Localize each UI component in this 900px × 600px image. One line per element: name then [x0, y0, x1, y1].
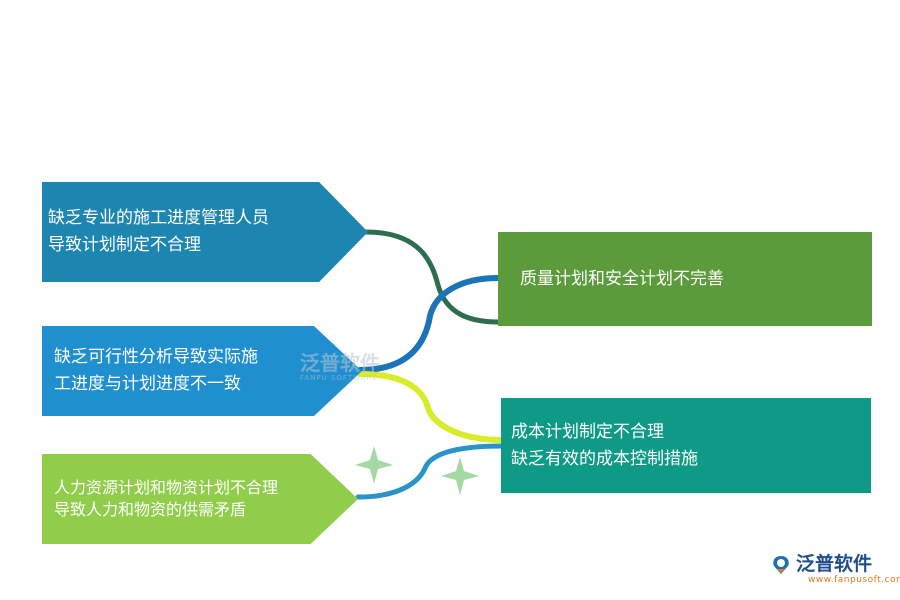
cause-box-2-line-1: 缺乏可行性分析导致实际施 [54, 347, 258, 367]
cause-box-3-line-2: 导致人力和物资的供需矛盾 [54, 500, 247, 519]
cause-box-1-line-2: 导致计划制定不合理 [48, 235, 201, 255]
logo-icon [773, 556, 789, 574]
watermark-subtitle: FANPU SOFTWARE [300, 374, 378, 382]
cause-box-1: 缺乏专业的施工进度管理人员 导致计划制定不合理 [42, 182, 368, 282]
cause-box-3: 人力资源计划和物资计划不合理 导致人力和物资的供需矛盾 [42, 454, 358, 544]
issue-box-2-line-2: 缺乏有效的成本控制措施 [511, 448, 698, 469]
brand-logo: 泛普软件 www.fanpusoft.com [770, 553, 900, 585]
issue-box-1: 质量计划和安全计划不完善 [498, 232, 872, 326]
watermark-title: 泛普软件 [300, 351, 380, 375]
logo-title: 泛普软件 [796, 553, 873, 575]
connector-left2-right2 [357, 371, 505, 443]
connector-left3-right2 [355, 443, 505, 500]
cause-box-1-line-1: 缺乏专业的施工进度管理人员 [48, 208, 269, 228]
issue-box-2: 成本计划制定不合理 缺乏有效的成本控制措施 [501, 398, 871, 493]
watermark: 泛普软件 FANPU SOFTWARE [300, 352, 380, 382]
issue-box-2-line-1: 成本计划制定不合理 [511, 421, 664, 442]
issue-box-1-line-1: 质量计划和安全计划不完善 [520, 268, 724, 289]
connector-left2-right1 [357, 275, 501, 373]
cause-box-2: 缺乏可行性分析导致实际施 工进度与计划进度不一致 [42, 326, 362, 416]
sparkle-icon [441, 457, 479, 495]
sparkle-icon [355, 446, 393, 484]
cause-box-2-line-2: 工进度与计划进度不一致 [54, 374, 241, 394]
connector-left1-right1 [363, 229, 501, 325]
cause-box-3-line-1: 人力资源计划和物资计划不合理 [54, 478, 279, 497]
logo-url: www.fanpusoft.com [808, 575, 900, 585]
